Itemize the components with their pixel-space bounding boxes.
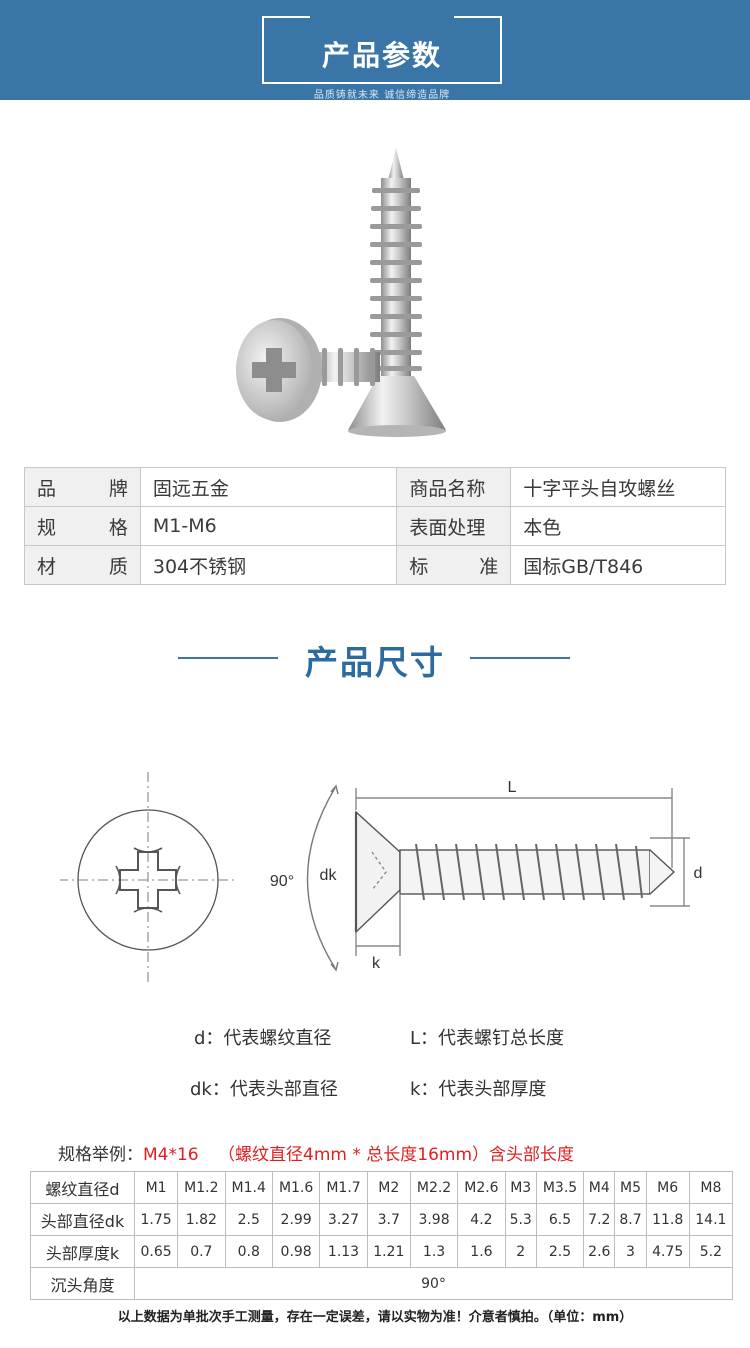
measurement-note: 以上数据为单批次手工测量，存在一定误差，请以实物为准！介意者慎拍。（单位：mm）: [117, 1310, 633, 1325]
table-cell: 14.1: [688, 1203, 734, 1236]
table-cell: M1.6: [271, 1171, 321, 1204]
header-banner: 产品参数 品质铸就未来 诚信缔造品牌: [0, 0, 750, 101]
param-value: 304不锈钢: [139, 545, 398, 585]
spec-example: 规格举例：M4*16 （螺纹直径4mm * 总长度16mm）含头部长度: [58, 1140, 574, 1165]
table-cell: 8.7: [614, 1203, 647, 1236]
head-top-view: [60, 772, 238, 982]
parameter-table: 品牌 固远五金 商品名称 十字平头自攻螺丝 规格 M1-M6 表面处理 本色 材…: [24, 467, 726, 585]
title-divider-left: [178, 657, 278, 659]
param-row: 材质 304不锈钢 标准 国标GB/T846: [24, 545, 726, 585]
table-cell: 6.5: [535, 1203, 585, 1236]
table-cell: M1.7: [319, 1171, 368, 1204]
table-cell: 3: [614, 1235, 647, 1268]
param-value: 国标GB/T846: [510, 545, 726, 585]
table-cell: 0.65: [133, 1235, 179, 1268]
table-cell: 90°: [134, 1267, 733, 1300]
table-cell: M1: [133, 1171, 179, 1204]
table-cell: M2: [366, 1171, 411, 1204]
table-cell: M8: [688, 1171, 734, 1204]
param-label: 规格: [24, 506, 141, 546]
table-cell: 1.82: [177, 1203, 226, 1236]
table-cell: 2.6: [583, 1235, 616, 1268]
param-label: 材质: [24, 545, 141, 585]
table-cell: 0.7: [177, 1235, 226, 1268]
table-cell: M3: [504, 1171, 537, 1204]
table-cell: 2: [504, 1235, 537, 1268]
table-cell: M1.2: [177, 1171, 226, 1204]
param-value: M1-M6: [139, 506, 398, 546]
standing-screw: [348, 148, 446, 437]
banner-subtitle: 品质铸就未来 诚信缔造品牌: [313, 90, 451, 101]
table-cell: 5.2: [688, 1235, 734, 1268]
table-cell: M2.2: [409, 1171, 459, 1204]
dim-angle-label: 90°: [270, 873, 294, 890]
table-row: 沉头角度 90°: [30, 1267, 733, 1300]
table-cell: 3.27: [319, 1203, 368, 1236]
banner-title: 产品参数: [321, 39, 442, 72]
section-title: 产品尺寸: [305, 643, 445, 682]
table-cell: M4: [583, 1171, 616, 1204]
table-cell: 1.13: [319, 1235, 368, 1268]
param-label: 标准: [396, 545, 512, 585]
table-cell: M1.4: [224, 1171, 273, 1204]
table-cell: M2.6: [457, 1171, 506, 1204]
param-row: 规格 M1-M6 表面处理 本色: [24, 506, 726, 546]
row-header: 头部直径dk: [30, 1203, 135, 1236]
table-cell: 2.99: [271, 1203, 321, 1236]
row-header: 头部厚度k: [30, 1235, 135, 1268]
product-photo: [236, 148, 446, 437]
dim-headdia-label: dk: [320, 867, 338, 884]
table-cell: 3.98: [409, 1203, 459, 1236]
title-divider-right: [470, 657, 570, 659]
legend-d: d：代表螺纹直径: [194, 1028, 332, 1049]
row-header: 沉头角度: [30, 1267, 135, 1300]
table-cell: 0.98: [271, 1235, 321, 1268]
table-row: 头部直径dk 1.75 1.82 2.5 2.99 3.27 3.7 3.98 …: [30, 1203, 734, 1236]
spec-example-prefix: 规格举例：: [58, 1145, 143, 1165]
param-label: 品牌: [24, 467, 141, 507]
table-cell: 0.8: [224, 1235, 273, 1268]
legend-L: L：代表螺钉总长度: [410, 1028, 565, 1049]
table-cell: 5.3: [504, 1203, 537, 1236]
size-table: 螺纹直径d M1 M1.2 M1.4 M1.6 M1.7 M2 M2.2 M2.…: [30, 1171, 734, 1300]
param-label: 商品名称: [396, 467, 512, 507]
dim-length-label: L: [508, 779, 517, 796]
table-cell: M5: [614, 1171, 647, 1204]
table-cell: 3.7: [366, 1203, 411, 1236]
param-value: 本色: [510, 506, 726, 546]
param-value: 固远五金: [139, 467, 398, 507]
table-cell: M6: [645, 1171, 690, 1204]
table-cell: 7.2: [583, 1203, 616, 1236]
dim-thickness-label: k: [372, 955, 381, 972]
table-row: 螺纹直径d M1 M1.2 M1.4 M1.6 M1.7 M2 M2.2 M2.…: [30, 1171, 734, 1204]
table-cell: 4.75: [645, 1235, 690, 1268]
param-value: 十字平头自攻螺丝: [510, 467, 726, 507]
table-cell: 1.75: [133, 1203, 179, 1236]
legend-dk: dk：代表头部直径: [190, 1079, 338, 1100]
banner-frame: 产品参数 品质铸就未来 诚信缔造品牌: [262, 16, 502, 101]
table-cell: 2.5: [224, 1203, 273, 1236]
spec-example-value: M4*16: [143, 1145, 199, 1165]
table-row: 头部厚度k 0.65 0.7 0.8 0.98 1.13 1.21 1.3 1.…: [30, 1235, 734, 1268]
table-cell: 4.2: [457, 1203, 506, 1236]
table-cell: 1.6: [457, 1235, 506, 1268]
table-cell: 1.21: [366, 1235, 411, 1268]
table-cell: 11.8: [645, 1203, 690, 1236]
param-label: 表面处理: [396, 506, 512, 546]
legend-k: k：代表头部厚度: [410, 1079, 547, 1100]
dimension-diagram: L 90° dk k d: [60, 772, 703, 982]
row-header: 螺纹直径d: [30, 1171, 135, 1204]
table-cell: M3.5: [535, 1171, 585, 1204]
spec-example-detail: （螺纹直径4mm * 总长度16mm）含头部长度: [218, 1145, 575, 1165]
dim-dia-label: d: [694, 865, 703, 882]
lying-screw: [236, 318, 380, 422]
table-cell: 1.3: [409, 1235, 459, 1268]
screw-side-view: [306, 784, 690, 972]
param-row: 品牌 固远五金 商品名称 十字平头自攻螺丝: [24, 467, 726, 507]
table-cell: 2.5: [535, 1235, 585, 1268]
